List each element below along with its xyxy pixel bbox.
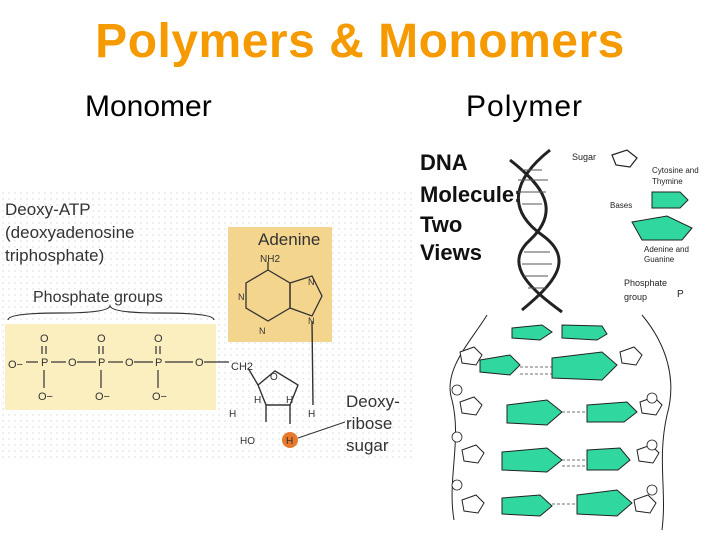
svg-text:H: H: [286, 395, 293, 406]
svg-text:O: O: [195, 357, 204, 369]
svg-text:H: H: [286, 436, 293, 447]
svg-text:O−: O−: [38, 391, 53, 403]
svg-text:O: O: [154, 333, 163, 345]
svg-text:N: N: [259, 326, 266, 336]
svg-text:Adenine and: Adenine and: [644, 245, 689, 254]
svg-text:P: P: [98, 357, 105, 369]
svg-text:O: O: [68, 357, 77, 369]
svg-text:O−: O−: [8, 359, 23, 371]
molecule-name-3: triphosphate): [5, 246, 104, 265]
adenine-highlight: [228, 227, 332, 342]
svg-text:O−: O−: [95, 391, 110, 403]
nh2-label: NH2: [260, 254, 280, 265]
adenine-label: Adenine: [258, 230, 320, 249]
dna-title-1: DNA: [420, 150, 468, 175]
dna-title-2: Molecule:: [420, 182, 521, 207]
svg-text:H: H: [254, 395, 261, 406]
svg-text:O: O: [97, 333, 106, 345]
svg-text:O: O: [125, 357, 134, 369]
sugar-label-1: Deoxy-: [346, 392, 400, 411]
molecule-name-1: Deoxy-ATP: [5, 200, 91, 219]
sugar-pentagon-icon: [611, 149, 638, 168]
svg-text:N: N: [238, 292, 245, 302]
phosphate-bracket: [7, 303, 215, 321]
adenine-ring-icon: [245, 262, 323, 322]
svg-text:P: P: [41, 357, 48, 369]
dna-ladder: [449, 314, 672, 531]
sugar-ring-icon: [247, 320, 314, 424]
highlighted-hydrogen: [282, 432, 298, 448]
phosphate-chain: O− P P P O O O O O O O− O− O− CH2: [8, 333, 253, 403]
phosphate-label: Phosphate groups: [33, 289, 163, 306]
sugar-label-2: ribose: [346, 414, 392, 433]
legend-phosphate-2: group: [624, 292, 647, 302]
dna-title-4: Views: [420, 240, 482, 265]
deoxy-atp-diagram: Deoxy-ATP (deoxyadenosine triphosphate) …: [0, 190, 412, 460]
svg-text:Cytosine and: Cytosine and: [652, 166, 699, 175]
svg-text:P: P: [677, 289, 684, 300]
double-helix-icon: [509, 148, 563, 314]
legend-phosphate-1: Phosphate: [624, 278, 667, 288]
legend-sugar: Sugar: [572, 152, 596, 162]
purine-icon: [631, 215, 693, 241]
legend-bases: Bases: [610, 201, 632, 210]
molecule-name-2: (deoxyadenosine: [5, 223, 134, 242]
sugar-label-3: sugar: [346, 436, 389, 455]
phosphate-highlight: [5, 324, 216, 410]
svg-text:Guanine: Guanine: [644, 255, 675, 264]
monomer-heading: Monomer: [85, 90, 212, 123]
svg-text:O: O: [270, 372, 278, 383]
slide-title: Polymers & Monomers: [95, 15, 625, 68]
polymer-heading: Polymer: [466, 90, 584, 123]
svg-text:N: N: [308, 277, 315, 287]
svg-text:H: H: [229, 409, 236, 420]
svg-text:CH2: CH2: [231, 361, 253, 373]
svg-text:N: N: [308, 316, 315, 326]
svg-text:O−: O−: [152, 391, 167, 403]
dna-diagram: DNA Molecule: Two Views Sugar Cytosine a…: [412, 140, 720, 540]
svg-text:Thymine: Thymine: [652, 177, 683, 186]
pyrimidine-icon: [651, 191, 689, 209]
svg-text:P: P: [155, 357, 162, 369]
svg-text:O: O: [40, 333, 49, 345]
svg-text:H: H: [308, 409, 315, 420]
ho-label: HO: [240, 436, 255, 447]
dna-title-3: Two: [420, 212, 462, 237]
